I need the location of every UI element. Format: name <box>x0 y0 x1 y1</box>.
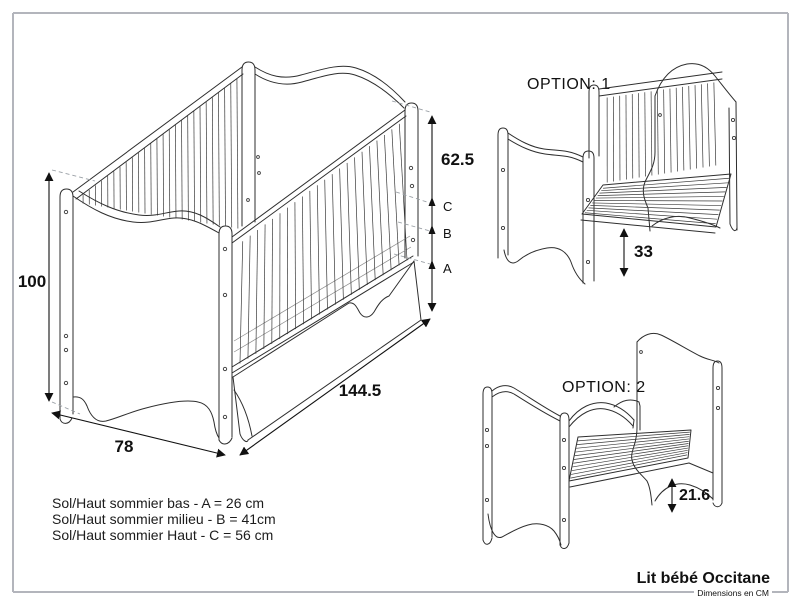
end-panel-bottom-arch <box>654 483 714 502</box>
option1-drawing: OPTION: 1 33 <box>497 63 738 285</box>
mark-b-label: B <box>443 226 452 241</box>
mattress-base-front <box>580 219 716 234</box>
crib-post <box>712 360 723 504</box>
far-panel-top-curve-inner <box>254 72 405 109</box>
crib-post <box>59 188 74 420</box>
crib-post-foot <box>59 417 73 424</box>
end-panel-top-curve <box>507 132 584 158</box>
end-panel-leg-curve <box>642 95 656 232</box>
back-wall-slats <box>82 78 239 229</box>
guard-rail <box>568 408 634 428</box>
option1-dim-label: 33 <box>634 242 653 261</box>
option2-drawing: OPTION: 2 <box>482 332 723 549</box>
back-rail <box>75 73 244 200</box>
crib-post <box>218 225 233 441</box>
dim-rail-label: 62.5 <box>441 150 474 169</box>
mark-c-arrow <box>428 197 436 206</box>
end-panel-top-curve-inner <box>78 190 221 228</box>
far-panel-top-curve <box>254 65 406 103</box>
dim-height-label: 100 <box>18 272 46 291</box>
drawer-left-edge <box>232 376 249 443</box>
crib-post <box>588 84 600 159</box>
mattress-base-front <box>569 462 690 488</box>
mark-c-label: C <box>443 199 452 214</box>
front-leg-curve <box>233 389 253 437</box>
end-panel-bottom-arch <box>487 513 562 546</box>
drawer-bottom-edge <box>247 319 422 441</box>
back-wall-slats <box>606 82 717 183</box>
note-line-1: Sol/Haut sommier bas - A = 26 cm <box>52 495 264 511</box>
mark-b-arrow <box>428 225 436 234</box>
guard-rail-far <box>613 399 641 431</box>
guard-rail <box>568 402 635 422</box>
crib-post <box>497 127 509 259</box>
notes-block: Sol/Haut sommier bas - A = 26 cm Sol/Hau… <box>52 495 276 543</box>
mattress-base-outline <box>568 429 692 482</box>
end-panel-top-curve <box>654 63 737 103</box>
end-panel-top-curve <box>636 332 720 364</box>
back-rail <box>598 71 723 90</box>
front-wall-slats <box>239 123 408 364</box>
sheet-frame <box>12 12 789 593</box>
mattress-base-slats <box>570 431 690 479</box>
end-panel-bottom-arch <box>72 396 220 439</box>
option1-label: OPTION: 1 <box>527 76 611 93</box>
crib-post <box>482 386 493 541</box>
drawer-right-edge <box>413 260 422 321</box>
mark-a-label: A <box>443 261 452 276</box>
note-line-3: Sol/Haut sommier Haut - C = 56 cm <box>52 527 273 543</box>
mattress-base-outline <box>581 173 732 228</box>
drawing-subtitle: Dimensions en CM <box>697 588 769 598</box>
drawer-top-edge <box>232 260 415 378</box>
screw-dots <box>484 350 721 523</box>
drawing-title: Lit bébé Occitane <box>637 570 770 587</box>
crib-post-foot <box>218 437 233 445</box>
crib-post-foot <box>559 542 570 549</box>
end-panel-edge <box>735 101 738 231</box>
dim-width-label: 78 <box>115 437 134 456</box>
option2-dim-label: 21.6 <box>679 487 710 504</box>
screw-dots <box>500 113 737 265</box>
end-panel-top-curve-inner <box>491 391 561 422</box>
back-rail <box>598 78 723 97</box>
front-top-rail <box>231 115 407 244</box>
dim-length-label: 144.5 <box>339 381 382 400</box>
end-panel-top-curve <box>72 195 220 234</box>
back-rail <box>72 66 243 193</box>
end-panel-top-curve-inner <box>507 138 584 163</box>
mattress-base-seen-through <box>233 246 412 353</box>
end-panel-leg-curve <box>631 341 653 506</box>
note-line-2: Sol/Haut sommier milieu - B = 41cm <box>52 511 276 527</box>
crib-post-foot <box>482 537 493 545</box>
mark-a-arrow <box>428 260 436 269</box>
crib-post-foot <box>712 502 723 508</box>
guard-rail-end <box>632 419 635 429</box>
crib-post <box>404 102 419 259</box>
main-dimensions: 100 62.5 C B A 144.5 78 <box>18 100 474 458</box>
bed-frame-rail <box>688 462 714 474</box>
front-bottom-rail <box>231 261 415 374</box>
crib-post <box>559 412 570 546</box>
end-panel-edge <box>728 107 738 232</box>
end-panel-bottom-arch <box>651 215 721 229</box>
end-panel-top-curve <box>491 385 561 417</box>
front-top-rail <box>231 109 406 238</box>
title-block: Lit bébé Occitane Dimensions en CM <box>637 570 770 598</box>
mattress-base-slats <box>584 177 730 225</box>
end-panel-bottom-arch <box>503 247 586 285</box>
mattress-base-seen-through <box>233 235 411 342</box>
option2-label: OPTION: 2 <box>562 379 646 396</box>
